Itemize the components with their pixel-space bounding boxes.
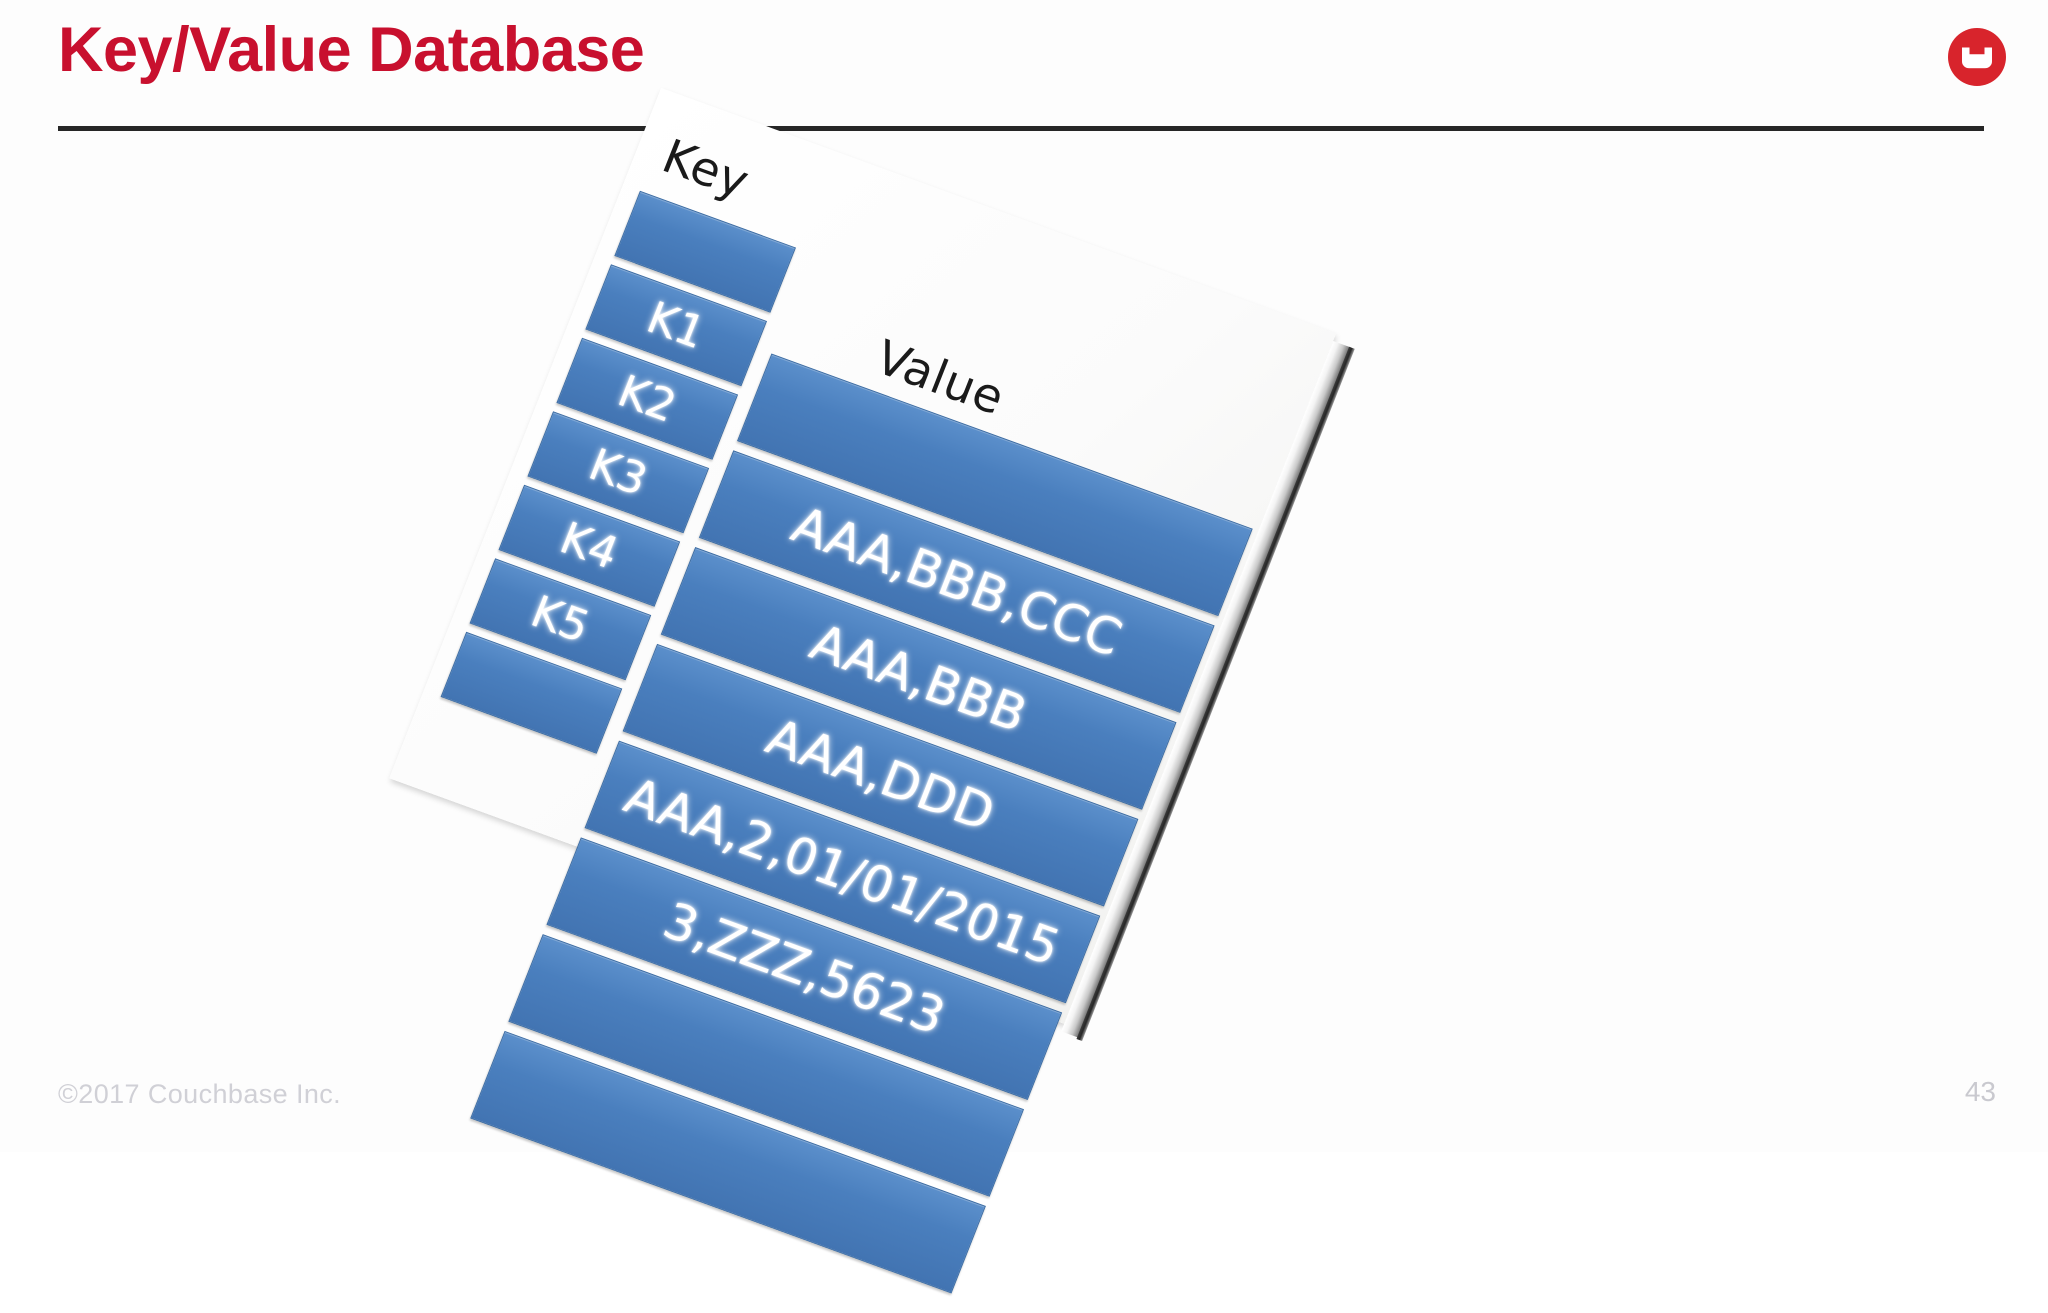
page-title: Key/Value Database	[58, 15, 645, 85]
title-divider	[58, 126, 1984, 131]
key-value-diagram: Key Value K1 K2 K3 K4 K5 AAA,BBB,CCC AAA…	[389, 87, 1500, 1294]
page-number: 43	[1964, 1076, 1996, 1107]
logo-cup-glyph	[1962, 47, 1992, 68]
couchbase-logo-icon	[1948, 28, 2006, 86]
copyright-text: ©2017 Couchbase Inc.	[58, 1079, 342, 1109]
kv-slab: Key Value K1 K2 K3 K4 K5 AAA,BBB,CCC AAA…	[383, 87, 1357, 1294]
